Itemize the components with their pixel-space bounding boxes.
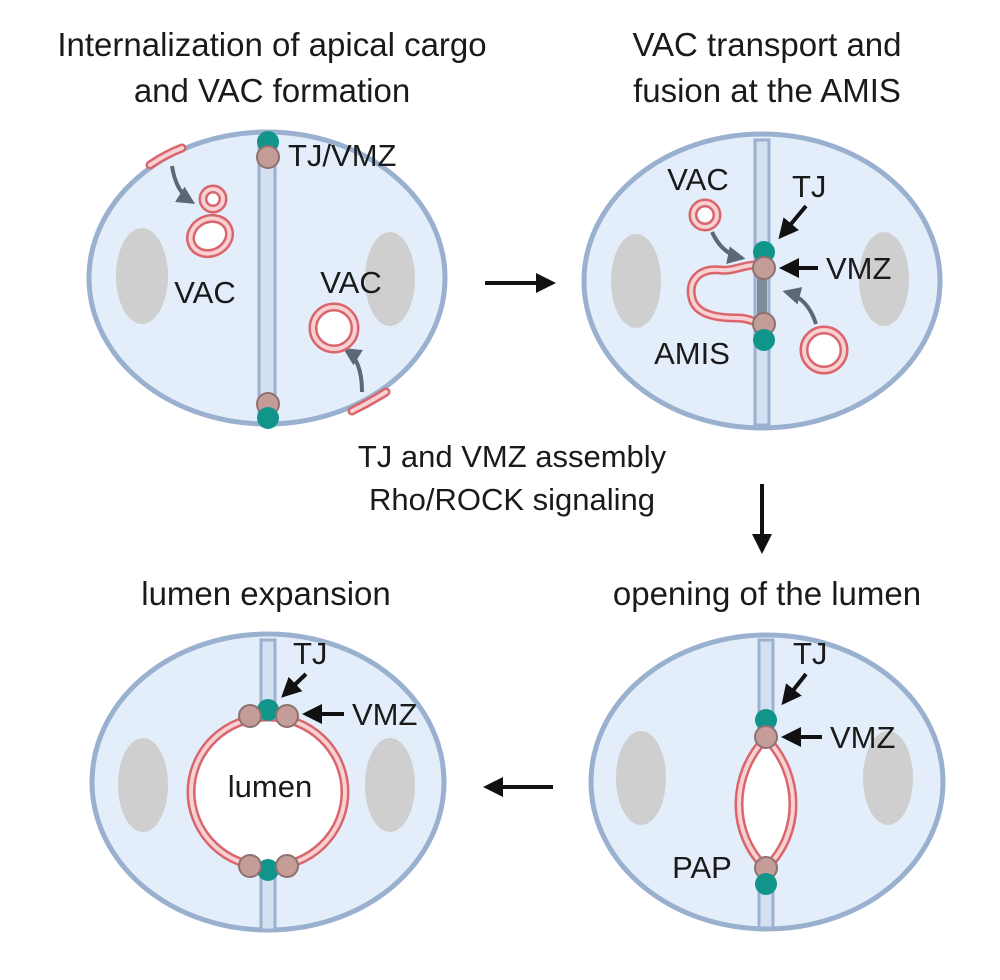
label-tj: TJ — [792, 169, 826, 204]
transition-label-line-2: Rho/ROCK signaling — [369, 482, 655, 517]
panel-vac-transport: VAC transport and fusion at the AMIS VAC… — [581, 26, 943, 431]
panel-1-title-line-2: and VAC formation — [134, 72, 410, 109]
label-tj-vmz: TJ/VMZ — [288, 138, 397, 173]
pointer-tj — [281, 672, 308, 698]
tight-junction-bottom — [257, 859, 279, 881]
nucleus-left — [616, 731, 666, 825]
label-vac: VAC — [667, 162, 728, 197]
label-vmz: VMZ — [830, 720, 895, 755]
lumen-space — [191, 717, 345, 867]
nucleus-left — [116, 228, 168, 324]
tight-junction-bottom — [753, 329, 775, 351]
vmz-top — [754, 725, 778, 749]
cell-cell-junction — [257, 136, 277, 422]
panel-2-title-line-1: VAC transport and — [632, 26, 901, 63]
label-tj: TJ — [293, 636, 327, 671]
nucleus-left — [118, 738, 168, 832]
transition-label-line-1: TJ and VMZ assembly — [358, 439, 667, 474]
nucleus-right — [365, 232, 415, 326]
nucleus-right — [859, 232, 909, 326]
panel-3-title: opening of the lumen — [613, 575, 921, 612]
label-vmz: VMZ — [352, 697, 417, 732]
internalization-arrow-right — [342, 348, 364, 393]
tight-junction-top — [257, 699, 279, 721]
vmz-top-left — [238, 704, 262, 728]
transport-arrow-left — [710, 231, 746, 264]
vmz-top-right — [275, 704, 299, 728]
pointer-tj — [778, 204, 808, 240]
vmz-bottom-left — [238, 854, 262, 878]
label-pap: PAP — [672, 850, 732, 885]
panel-vac-formation: Internalization of apical cargo and VAC … — [57, 26, 487, 429]
panel-lumen-opening: opening of the lumen TJ VMZ PAP — [588, 575, 946, 932]
panel-2-title-line-2: fusion at the AMIS — [633, 72, 901, 109]
amis-dark-region — [757, 266, 767, 322]
label-vmz: VMZ — [826, 251, 891, 286]
vmz-top — [256, 145, 280, 169]
internalization-arrow-left — [170, 165, 196, 204]
vmz-bottom-right — [275, 854, 299, 878]
transport-arrow-right — [782, 287, 818, 325]
label-tj: TJ — [793, 636, 827, 671]
nucleus-left — [611, 234, 661, 328]
pointer-tj — [781, 672, 808, 706]
panel-4-title: lumen expansion — [141, 575, 391, 612]
tight-junction-top — [755, 709, 777, 731]
opening-lumen-space — [739, 738, 793, 868]
nucleus-right — [863, 731, 913, 825]
label-vac-right: VAC — [320, 265, 381, 300]
label-amis: AMIS — [654, 336, 730, 371]
panel-lumen-expansion: lumen expansion TJ VMZ lumen — [89, 575, 447, 933]
nucleus-right — [365, 738, 415, 832]
label-lumen: lumen — [228, 769, 312, 804]
tight-junction-bottom — [755, 873, 777, 895]
tight-junction-bottom — [257, 407, 279, 429]
label-vac-left: VAC — [174, 275, 235, 310]
panel-1-title-line-1: Internalization of apical cargo — [57, 26, 486, 63]
vmz-top — [752, 256, 776, 280]
